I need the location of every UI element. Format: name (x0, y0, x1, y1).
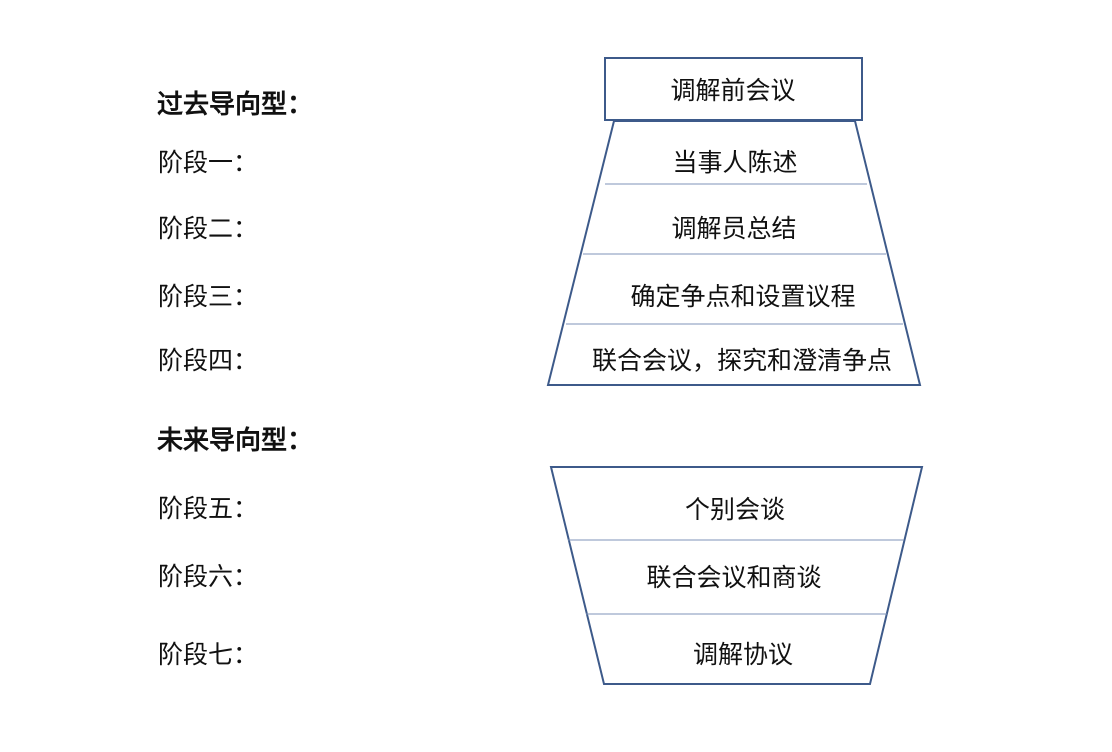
pre-mediation-box (604, 57, 863, 121)
past-oriented-title: 过去导向型： (157, 90, 314, 120)
pre-mediation-label: 调解前会议 (670, 76, 795, 105)
stage-label-5: 阶段五： (158, 494, 259, 523)
future-funnel-step-1: 个别会谈 (685, 495, 785, 524)
stage-label-7: 阶段七： (158, 640, 259, 669)
stage-label-1: 阶段一： (158, 148, 259, 177)
past-funnel-step-1: 当事人陈述 (672, 148, 797, 177)
stage-label-2: 阶段二： (158, 214, 259, 243)
stage-label-3: 阶段三： (158, 282, 259, 311)
future-funnel-outline (549, 466, 924, 685)
past-funnel-step-3: 确定争点和设置议程 (630, 282, 855, 311)
past-funnel-step-4: 联合会议，探究和澄清争点 (592, 346, 892, 375)
stage-label-4: 阶段四： (158, 346, 259, 375)
past-funnel-step-2: 调解员总结 (671, 214, 796, 243)
past-funnel-outline (546, 120, 922, 386)
future-funnel-step-3: 调解协议 (693, 640, 793, 669)
future-oriented-title: 未来导向型： (157, 426, 314, 456)
stage-label-6: 阶段六： (158, 562, 259, 591)
future-funnel-step-2: 联合会议和商谈 (646, 563, 821, 592)
